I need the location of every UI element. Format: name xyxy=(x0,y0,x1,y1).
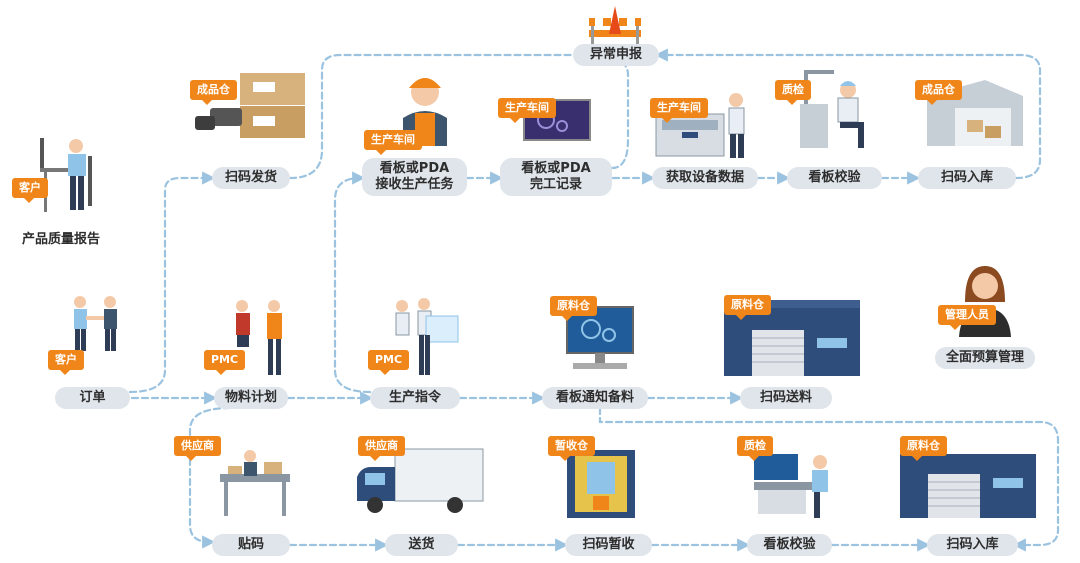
tag-workshop-machine: 生产车间 xyxy=(650,98,708,123)
tag-raw-warehouse-bottom: 原料仓 xyxy=(900,436,947,461)
tag-workshop-screen: 生产车间 xyxy=(498,98,556,123)
step-delivery: 送货 xyxy=(385,534,458,556)
flow-instock-to-exception xyxy=(654,48,1042,180)
qc-station-illustration xyxy=(800,70,864,148)
tag-finished-warehouse-left: 成品仓 xyxy=(190,80,237,105)
flow-plan-to-labeling xyxy=(188,406,232,549)
handshake-illustration xyxy=(74,296,117,351)
tag-finished-warehouse-right: 成品仓 xyxy=(915,80,962,105)
tag-qc-bottom: 质检 xyxy=(737,436,773,461)
tag-pmc-1: PMC xyxy=(204,350,246,375)
step-scan-instock-bottom: 扫码入库 xyxy=(927,534,1018,556)
qc-bottom-illustration xyxy=(754,454,828,518)
step-kanban-pda-complete: 看板或PDA 完工记录 xyxy=(500,158,612,196)
tag-workshop-worker: 生产车间 xyxy=(364,130,422,155)
tag-raw-warehouse-building: 原料仓 xyxy=(724,295,771,320)
tag-temp-warehouse: 暂收仓 xyxy=(548,436,595,461)
step-kanban-pda-receive-line2: 接收生产任务 xyxy=(375,177,454,192)
boxes-scanner-illustration xyxy=(195,73,305,138)
step-material-plan: 物料计划 xyxy=(214,387,288,409)
tag-customer-mid: 客户 xyxy=(48,350,84,375)
traffic-barrier-icon xyxy=(589,6,641,44)
tag-supplier-2: 供应商 xyxy=(358,436,405,461)
tag-manager: 管理人员 xyxy=(938,305,996,330)
manager-avatar-illustration xyxy=(959,266,1011,337)
delivery-truck-illustration xyxy=(357,448,484,513)
step-order: 订单 xyxy=(55,387,130,409)
step-scan-send-material: 扫码送料 xyxy=(740,387,832,409)
step-scan-instock-top: 扫码入库 xyxy=(918,167,1016,189)
step-kanban-pda-complete-line1: 看板或PDA xyxy=(521,161,591,176)
tag-customer-top: 客户 xyxy=(12,178,48,203)
flow-prodorder-to-receive xyxy=(333,171,372,394)
tag-supplier-1: 供应商 xyxy=(174,436,221,461)
step-kanban-pda-receive-line1: 看板或PDA xyxy=(379,161,450,176)
step-scan-ship: 扫码发货 xyxy=(212,167,290,189)
step-kanban-notify-prep: 看板通知备料 xyxy=(542,387,648,409)
step-scan-temp-receive: 扫码暂收 xyxy=(565,534,652,556)
step-kanban-pda-receive: 看板或PDA 接收生产任务 xyxy=(362,158,467,196)
step-kanban-check-bottom: 看板校验 xyxy=(747,534,832,556)
tag-pmc-2: PMC xyxy=(368,350,410,375)
raw-warehouse-illustration xyxy=(724,300,860,376)
step-kanban-check-top: 看板校验 xyxy=(787,167,882,189)
temp-warehouse-illustration xyxy=(567,450,635,518)
supplier-labeling-illustration xyxy=(220,450,290,516)
step-production-order: 生产指令 xyxy=(370,387,460,409)
tag-raw-warehouse-screen: 原料仓 xyxy=(550,296,597,321)
flow-send-to-bottom xyxy=(598,406,1060,552)
pmc-planning-illustration xyxy=(395,298,459,375)
flow-complete-to-exception xyxy=(610,60,630,170)
tag-qc-top: 质检 xyxy=(775,80,811,105)
step-product-quality-report: 产品质量报告 xyxy=(22,232,101,247)
customer-desk-illustration xyxy=(40,138,92,212)
step-labeling: 贴码 xyxy=(212,534,290,556)
step-kanban-pda-complete-line2: 完工记录 xyxy=(529,177,582,192)
pmc-team-illustration xyxy=(236,300,282,375)
raw-warehouse-bottom-illustration xyxy=(900,454,1036,518)
step-exception-report: 异常申报 xyxy=(573,44,659,66)
flow-order-to-scanship xyxy=(128,171,216,394)
step-overall-budget: 全面预算管理 xyxy=(935,347,1035,369)
step-get-equipment-data: 获取设备数据 xyxy=(652,167,758,189)
